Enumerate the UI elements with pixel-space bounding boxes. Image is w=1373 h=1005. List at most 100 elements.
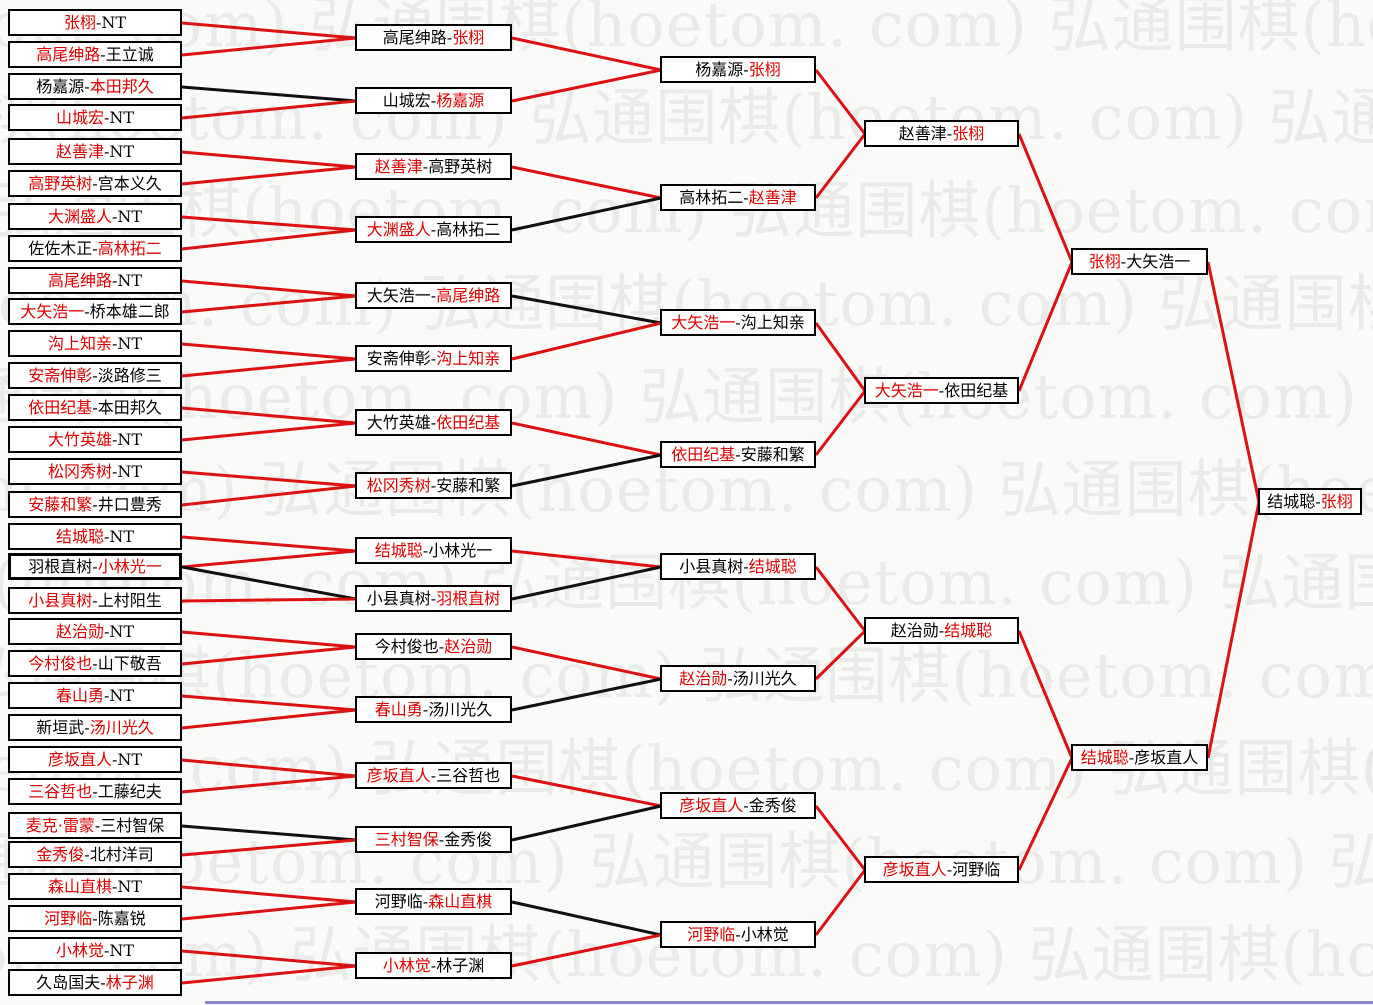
player-name: -NT	[95, 12, 127, 32]
connector-line-red	[511, 165, 662, 200]
match-box-round-3-1: 杨嘉源-张栩	[660, 56, 816, 83]
player-name: 大竹英雄	[47, 429, 112, 449]
match-box-round-2-12: 春山勇-汤川光久	[355, 696, 512, 723]
player-name: 依田纪基	[671, 444, 736, 464]
player-name: -宫本义久	[92, 173, 162, 193]
connector-line-red	[511, 933, 662, 968]
player-name: 高尾绅路	[47, 270, 112, 290]
match-box-round-1-23: 新垣武-汤川光久	[8, 714, 182, 741]
player-name: 杨嘉源-	[695, 59, 749, 79]
match-box-round-1-7: 大渊盛人-NT	[8, 203, 182, 230]
player-name: 羽根直树	[436, 588, 501, 608]
player-name: -NT	[111, 429, 143, 449]
player-name: 大矢浩一-	[366, 285, 437, 305]
connector-line-black	[511, 677, 662, 712]
match-box-round-1-11: 沟上知亲-NT	[8, 330, 182, 357]
player-name: 杨嘉源-	[36, 76, 90, 96]
player-name: 春山勇	[374, 699, 423, 719]
match-box-round-1-10: 大矢浩一-桥本雄二郎	[8, 298, 182, 325]
connector-line-red	[511, 321, 662, 361]
match-box-round-2-14: 三村智保-金秀俊	[355, 826, 512, 853]
player-name: 沟上知亲	[47, 333, 112, 353]
connector-line-red	[181, 470, 357, 488]
connector-line-black	[511, 900, 662, 937]
match-box-round-1-29: 河野临-陈嘉锐	[8, 905, 182, 932]
player-name: 松冈秀树	[47, 461, 112, 481]
connector-line-red	[181, 774, 357, 794]
player-name: 高尾绅路	[36, 44, 101, 64]
player-name: 高尾绅路	[436, 285, 501, 305]
match-box-round-3-8: 河野临-小林觉	[660, 921, 816, 948]
player-name: 大渊盛人	[47, 206, 112, 226]
match-box-round-1-8: 佐佐木正-高林拓二	[8, 235, 182, 262]
player-name: 河野临	[687, 924, 736, 944]
player-name: 彦坂直人	[366, 765, 431, 785]
match-box-round-4-4: 彦坂直人-河野临	[864, 856, 1019, 883]
match-box-round-2-13: 彦坂直人-三谷哲也	[355, 762, 512, 789]
match-box-round-2-11: 今村俊也-赵治勋	[355, 633, 512, 660]
connector-line-black	[511, 565, 662, 601]
player-name: -小林觉	[735, 924, 789, 944]
player-name: 杨嘉源	[436, 90, 485, 110]
connector-line-red	[181, 21, 357, 40]
player-name: 小林光一	[97, 556, 162, 576]
player-name: 安斋伸彰	[28, 365, 93, 385]
player-name: 张栩	[452, 27, 485, 47]
connector-line-red	[511, 645, 662, 681]
connector-line-black	[181, 824, 357, 842]
player-name: 小县真树-	[679, 556, 749, 576]
connector-line-red	[1017, 261, 1074, 392]
player-name: -上村阳生	[92, 590, 162, 610]
player-name: 三村智保	[374, 829, 439, 849]
player-name: 赵善津-	[898, 123, 953, 143]
player-name: -三谷哲也	[430, 765, 501, 785]
player-name: -NT	[103, 526, 135, 546]
player-name: -NT	[103, 940, 135, 960]
player-name: 春山勇	[55, 685, 104, 705]
player-name: 赵治勋-	[890, 620, 945, 640]
player-name: 安藤和繁	[28, 494, 93, 514]
player-name: -山下敬吾	[92, 653, 162, 673]
player-name: -彦坂直人	[1128, 747, 1199, 767]
connector-line-red	[511, 774, 662, 808]
connector-line-red	[181, 645, 357, 666]
player-name: 安斋伸彰-	[366, 348, 437, 368]
match-box-round-2-8: 松冈秀树-安藤和繁	[355, 472, 512, 499]
player-name: 结城聪	[748, 556, 797, 576]
player-name: 大矢浩一	[874, 380, 939, 400]
player-name: 张栩	[1320, 491, 1353, 511]
connector-line-red	[511, 421, 662, 457]
player-name: 赵治勋	[444, 636, 493, 656]
connector-line-red	[181, 150, 357, 169]
match-box-round-1-19: 小县真树-上村阳生	[8, 587, 182, 614]
player-name: -依田纪基	[938, 380, 1009, 400]
connector-line-red	[181, 357, 357, 378]
connector-line-red	[181, 421, 357, 442]
player-name: 金秀俊	[36, 844, 85, 864]
match-box-round-3-7: 彦坂直人-金秀俊	[660, 792, 816, 819]
connector-line-red	[181, 228, 357, 251]
player-name: 小林觉	[382, 955, 431, 975]
match-box-round-5-2: 结城聪-彦坂直人	[1071, 744, 1208, 771]
player-name: 久岛国夫-	[36, 972, 106, 992]
player-name: -井口豊秀	[92, 494, 162, 514]
player-name: 小县真树-	[366, 588, 437, 608]
player-name: -大矢浩一	[1120, 251, 1191, 271]
player-name: 赵善津	[55, 141, 104, 161]
connector-line-red	[181, 535, 357, 553]
player-name: 高林拓二-	[679, 187, 749, 207]
player-name: -高林拓二	[430, 219, 501, 239]
player-name: 结城聪	[944, 620, 993, 640]
player-name: 汤川光久	[89, 717, 154, 737]
player-name: -安藤和繁	[430, 475, 501, 495]
player-name: -工藤纪夫	[92, 781, 162, 801]
connector-line-red	[511, 549, 662, 569]
match-box-round-1-6: 高野英树-宫本义久	[8, 170, 182, 197]
player-name: -王立诚	[100, 44, 154, 64]
connector-line-red	[511, 68, 662, 103]
player-name: 彦坂直人	[882, 859, 947, 879]
match-box-final-1: 结城聪-张栩	[1258, 488, 1362, 515]
player-name: 彦坂直人	[679, 795, 744, 815]
